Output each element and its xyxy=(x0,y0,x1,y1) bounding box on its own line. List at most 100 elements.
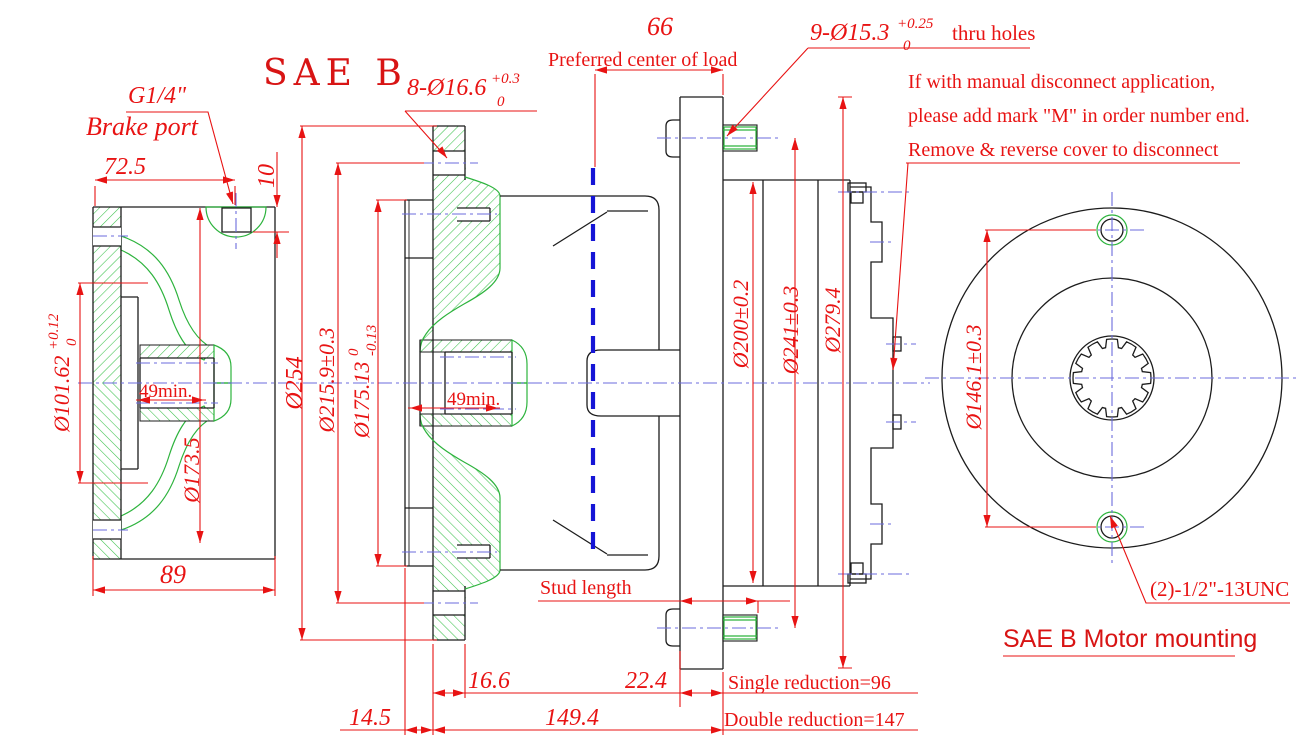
arrowhead xyxy=(138,396,150,404)
arrowhead xyxy=(421,726,433,734)
dim-149-4: 149.4 xyxy=(545,705,599,731)
view-brake-end-section xyxy=(92,193,276,560)
pilot-recess xyxy=(121,297,138,383)
bore-steps xyxy=(121,296,215,383)
flange-hatch xyxy=(93,246,121,383)
dim-175-13-sup: 0 xyxy=(346,348,362,356)
arrowhead xyxy=(298,628,306,640)
housing-outline xyxy=(92,206,276,383)
arrowhead xyxy=(196,208,204,220)
dim-175-13: Ø175.13 xyxy=(349,362,374,439)
arrowhead xyxy=(1110,516,1118,529)
view-brake-end-upper-half xyxy=(92,206,276,384)
dim-8-holes-sub: 0 xyxy=(497,94,505,110)
dim-22-4: 22.4 xyxy=(625,668,667,694)
pilot-disc xyxy=(404,199,433,383)
dim-9-holes: 9-Ø15.3 xyxy=(810,20,889,46)
arrowhead xyxy=(374,200,382,212)
motor-adapter-cover xyxy=(850,186,894,383)
arrowhead xyxy=(76,283,84,295)
arrowhead xyxy=(983,515,991,527)
arrowhead xyxy=(711,66,723,74)
arrowhead xyxy=(192,396,204,404)
arrowhead xyxy=(263,586,275,594)
hub-sleeve-hatch xyxy=(419,339,513,353)
spline-teeth xyxy=(1072,338,1152,418)
dim-101-62: Ø101.62 xyxy=(49,356,74,433)
thru-holes-suffix: thru holes xyxy=(952,21,1035,45)
dim-200: Ø200±0.2 xyxy=(728,280,753,369)
view-motor-mounting-face xyxy=(925,192,1298,566)
brake-port-boss-hatch xyxy=(205,206,267,238)
arrowhead xyxy=(749,571,757,583)
dim-146-1: Ø146.1±0.3 xyxy=(961,325,986,431)
stud-length-label: Stud length xyxy=(540,577,632,599)
dim-16-6: 16.6 xyxy=(468,668,510,694)
view-main-elevation xyxy=(586,96,917,670)
note-line-1: If with manual disconnect application, xyxy=(908,71,1215,93)
arrowhead xyxy=(273,195,281,207)
arrowhead xyxy=(680,689,692,697)
brake-port-size-label: G1/4" xyxy=(128,83,187,109)
arrowhead xyxy=(595,66,607,74)
housing-body xyxy=(723,179,851,383)
arrowhead xyxy=(95,176,107,184)
note-line-3: Remove & reverse cover to disconnect xyxy=(908,139,1219,161)
hub-cap-hatch xyxy=(213,344,232,384)
bell-contour xyxy=(419,176,501,353)
dim-89: 89 xyxy=(160,560,186,589)
single-reduction-note: Single reduction=96 xyxy=(728,672,891,694)
arrowhead xyxy=(839,97,847,109)
dim-14-5: 14.5 xyxy=(349,705,391,731)
arrowhead xyxy=(791,138,799,150)
dim-101-62-sup: +0.12 xyxy=(46,313,62,350)
bolt-notch-edges xyxy=(93,226,121,247)
view-main-upper-half xyxy=(657,96,916,383)
preferred-center-label: Preferred center of load xyxy=(548,49,737,71)
stud-thread-lines xyxy=(723,129,757,147)
flange-hatch xyxy=(93,207,121,227)
cover-bolt-body xyxy=(850,191,864,204)
hub-cap-hatch xyxy=(511,339,528,384)
dim-101-62-sub: 0 xyxy=(64,338,80,346)
stud-thread-relief xyxy=(723,126,757,150)
arrowhead xyxy=(486,404,498,412)
mounting-flange-plate xyxy=(679,96,724,383)
arrowhead xyxy=(93,586,105,594)
arrowhead xyxy=(223,176,235,184)
view-main-lower-half xyxy=(656,382,917,670)
arrowhead xyxy=(453,689,465,697)
drawing-title: SAE B xyxy=(263,53,408,94)
arrowhead xyxy=(298,126,306,138)
hub-bore xyxy=(419,340,513,383)
dim-9-holes-sup: +0.25 xyxy=(897,16,934,32)
dim-10: 10 xyxy=(254,164,280,188)
arrowhead xyxy=(983,230,991,242)
arrowhead xyxy=(226,191,233,204)
arrowhead xyxy=(334,591,342,603)
dim-9-holes-sub: 0 xyxy=(903,38,911,54)
flange-outline xyxy=(432,125,466,383)
dim-175-13-sub: -0.13 xyxy=(364,325,380,356)
arrowhead xyxy=(791,616,799,628)
arrowhead xyxy=(410,404,422,412)
arrowhead xyxy=(436,146,447,158)
double-reduction-note: Double reduction=147 xyxy=(724,709,905,731)
arrowhead xyxy=(433,726,445,734)
spline-depth-left: 49min. xyxy=(139,381,192,402)
dim-72-5: 72.5 xyxy=(104,154,146,180)
dim-66: 66 xyxy=(647,12,673,41)
thru-hole-slot xyxy=(457,208,490,221)
shaft-connector xyxy=(500,195,660,350)
arrowhead xyxy=(680,597,692,605)
motor-mounting-caption: SAE B Motor mounting xyxy=(1003,625,1257,653)
dim-279-4: Ø279.4 xyxy=(820,287,845,353)
arrowhead xyxy=(334,163,342,175)
arrowhead xyxy=(433,689,445,697)
note-line-2: please add mark "M" in order number end. xyxy=(908,105,1250,127)
arrowhead xyxy=(76,471,84,483)
dim-241: Ø241±0.3 xyxy=(778,286,803,375)
dim-8-holes: 8-Ø16.6 xyxy=(407,75,486,101)
